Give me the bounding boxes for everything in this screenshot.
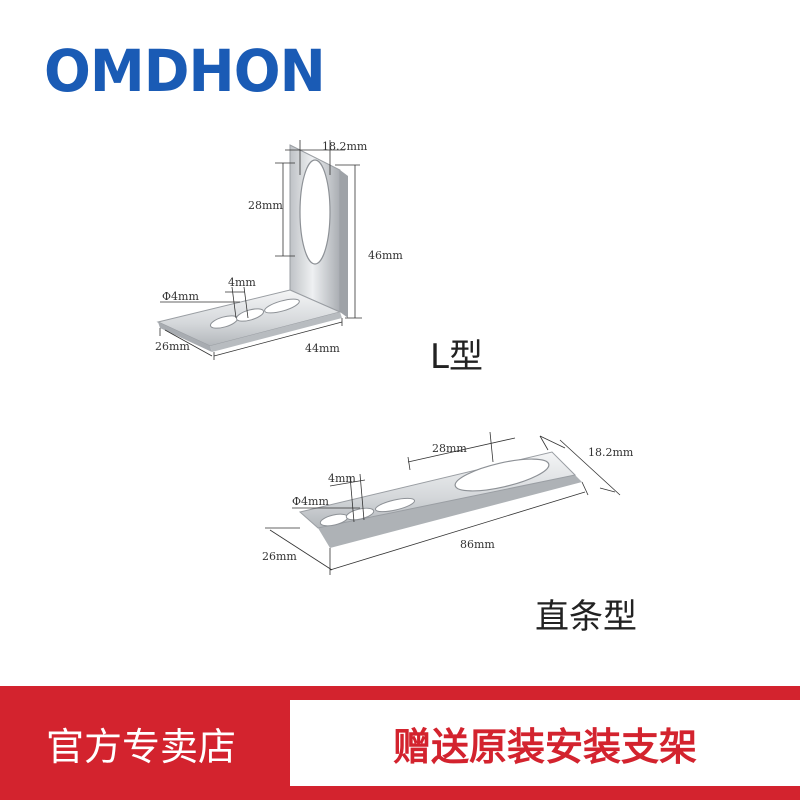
straight-dim-hole-height: 28mm bbox=[432, 442, 467, 455]
straight-bracket-drawing: 28mm 18.2mm 4mm Φ4mm 26mm 86mm bbox=[262, 431, 634, 575]
official-store-text: 官方专卖店 bbox=[45, 724, 236, 769]
l-bracket-label: L型 bbox=[430, 337, 483, 377]
straight-bracket-label: 直条型 bbox=[535, 597, 637, 637]
straight-dim-slot: 4mm bbox=[328, 472, 356, 485]
l-dim-slot: 4mm bbox=[228, 276, 256, 289]
straight-dim-depth: 26mm bbox=[262, 550, 297, 563]
l-dim-hole-width: 18.2mm bbox=[322, 140, 368, 153]
free-bracket-text: 赠送原装安装支架 bbox=[290, 700, 800, 786]
bracket-diagram: 18.2mm 28mm 46mm 4mm Φ4mm 26mm 44mm bbox=[155, 140, 634, 575]
straight-dim-hole-dia: Φ4mm bbox=[292, 495, 329, 508]
straight-dim-length: 86mm bbox=[460, 538, 495, 551]
l-dim-depth: 26mm bbox=[155, 340, 190, 353]
l-dim-hole-dia: Φ4mm bbox=[162, 290, 199, 303]
l-dim-length: 44mm bbox=[305, 342, 340, 355]
l-bracket-drawing: 18.2mm 28mm 46mm 4mm Φ4mm 26mm 44mm bbox=[155, 140, 403, 360]
l-dim-height: 46mm bbox=[368, 249, 403, 262]
brand-logo: OMDHON bbox=[44, 37, 326, 105]
straight-dim-hole-width: 18.2mm bbox=[588, 446, 634, 459]
l-dim-hole-height: 28mm bbox=[248, 199, 283, 212]
